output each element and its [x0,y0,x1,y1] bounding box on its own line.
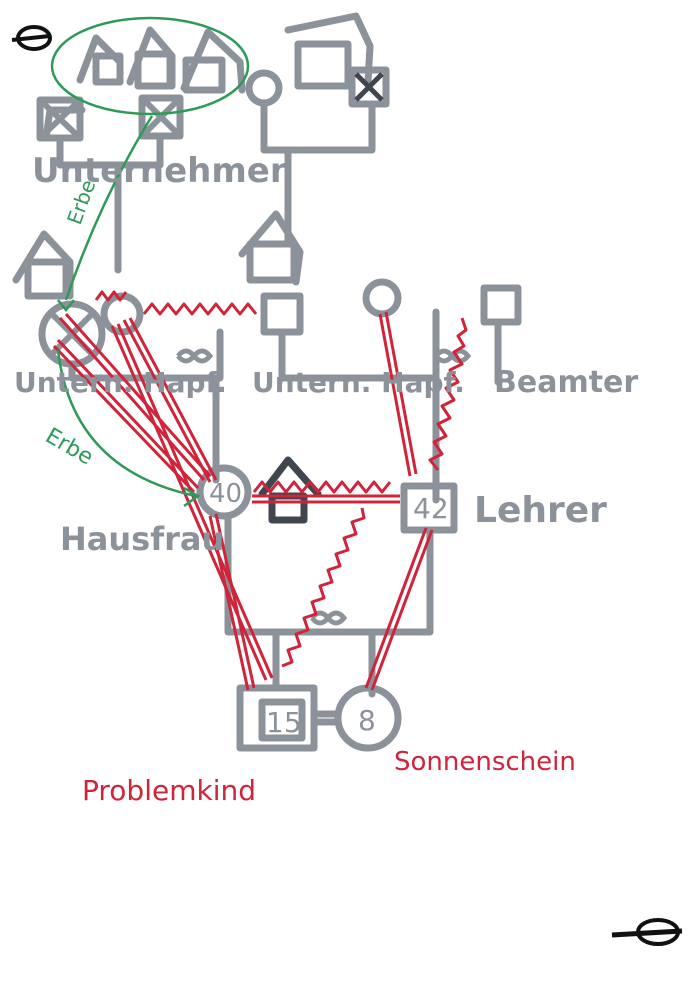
conflict-zigzag-line [252,480,392,494]
grandparent-occupation-label: Unternehmen [32,151,294,191]
inheritance-arrow [56,349,197,498]
father-role-label: Lehrer [474,490,607,531]
conflict-zigzag-line [428,317,468,471]
great-uncle-square [480,284,522,326]
daughter-description-label: Sonnenschein [394,747,576,777]
conflict-double-line [122,317,218,483]
son-square-inner [258,698,306,742]
house-icon [284,12,374,90]
father-age: 42 [413,492,449,525]
conflict-double-line [378,311,418,477]
son-age: 15 [266,706,302,739]
conflict-zigzag-line [142,302,258,316]
house-icon [238,210,304,286]
maternal-grandmother [362,278,402,318]
maternal-grandfather-occupation-label: Untern. Hapf. [252,366,465,399]
maternal-grandfather [260,292,304,336]
marriage-infinity-symbol [176,348,214,364]
conflict-double-line [52,338,200,494]
marriage-infinity-symbol [434,348,472,364]
page-corner-mark-bottom [611,918,683,946]
maternal-grandmother-occupation-label: Beamter [494,365,638,400]
paternal-grandfather-occupation-label: Untern. Hapf. [14,366,227,399]
conflict-double-line [364,527,434,691]
mother-age: 40 [209,479,242,509]
page-corner-mark-top [11,25,52,51]
great-grandmother-circle [245,69,283,107]
daughter-circle [334,684,402,752]
son-description-label: Problemkind [82,774,256,807]
conflict-double-line [208,513,256,691]
mother-circle [196,464,252,520]
conflict-zigzag-line [281,507,366,668]
inheritance-label: Erbe [41,424,97,471]
son-square-outer [236,684,318,752]
marriage-infinity-symbol [310,610,348,626]
mother-role-label: Hausfrau [60,520,224,558]
inheritance-arrow [64,115,154,301]
inheritance-ellipse [50,16,250,116]
house-icon [12,230,74,300]
conflict-double-line [58,313,212,481]
daughter-age: 8 [358,704,376,737]
conflict-zigzag-line [94,290,128,302]
conflict-double-line [252,494,400,504]
